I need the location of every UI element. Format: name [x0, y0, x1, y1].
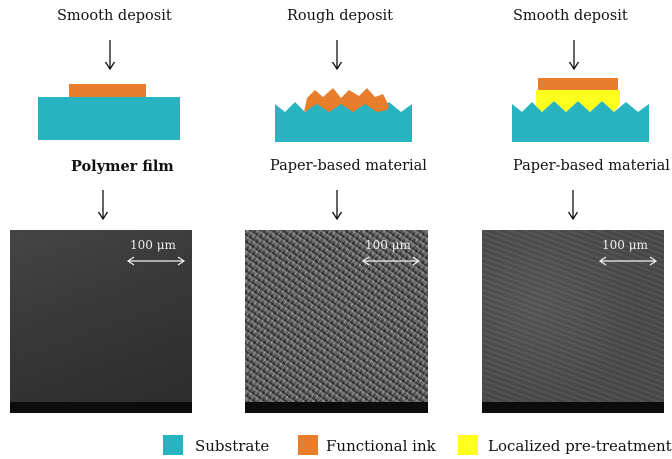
legend-label-pretreatment: Localized pre-treatment — [488, 437, 672, 455]
panel2-sem-image: 100 μm — [245, 230, 428, 413]
down-arrow-icon — [568, 40, 580, 70]
pretreatment-layer — [536, 90, 620, 112]
scale-bar-arrow-icon — [361, 256, 421, 266]
scale-bar-label: 100 μm — [365, 238, 411, 252]
functional-ink-layer — [538, 78, 618, 90]
panel3-sem-image: 100 μm — [482, 230, 664, 413]
panel2-substrate-label: Paper-based material — [270, 158, 427, 174]
legend-swatch-functional-ink — [298, 435, 318, 455]
panel3-top-label: Smooth deposit — [513, 8, 628, 24]
down-arrow-icon — [331, 40, 343, 70]
down-arrow-icon — [567, 190, 579, 220]
functional-ink-layer — [69, 84, 146, 97]
panel2-schematic — [275, 88, 412, 142]
legend-label-substrate: Substrate — [195, 437, 270, 455]
scale-bar-label: 100 μm — [602, 238, 648, 252]
panel2-top-label: Rough deposit — [287, 8, 393, 24]
legend-label-functional-ink: Functional ink — [326, 437, 436, 455]
functional-ink-layer — [304, 88, 389, 112]
sem-info-bar — [245, 402, 428, 413]
legend-swatch-pretreatment — [458, 435, 478, 455]
substrate-block — [38, 97, 180, 140]
sem-info-bar — [10, 402, 192, 413]
down-arrow-icon — [104, 40, 116, 70]
sem-info-bar — [482, 402, 664, 413]
substrate-block — [275, 101, 412, 142]
panel1-top-label: Smooth deposit — [57, 8, 172, 24]
scale-bar-label: 100 μm — [130, 238, 176, 252]
panel3-schematic — [512, 78, 649, 142]
panel1-sem-image: 100 μm — [10, 230, 192, 413]
scale-bar-arrow-icon — [126, 256, 186, 266]
substrate-block — [512, 101, 649, 142]
panel3-substrate-label: Paper-based material — [513, 158, 670, 174]
down-arrow-icon — [331, 190, 343, 220]
panel1-schematic — [38, 84, 180, 140]
down-arrow-icon — [97, 190, 109, 220]
legend-swatch-substrate — [163, 435, 183, 455]
scale-bar-arrow-icon — [598, 256, 658, 266]
panel1-substrate-label: Polymer film — [71, 158, 174, 175]
